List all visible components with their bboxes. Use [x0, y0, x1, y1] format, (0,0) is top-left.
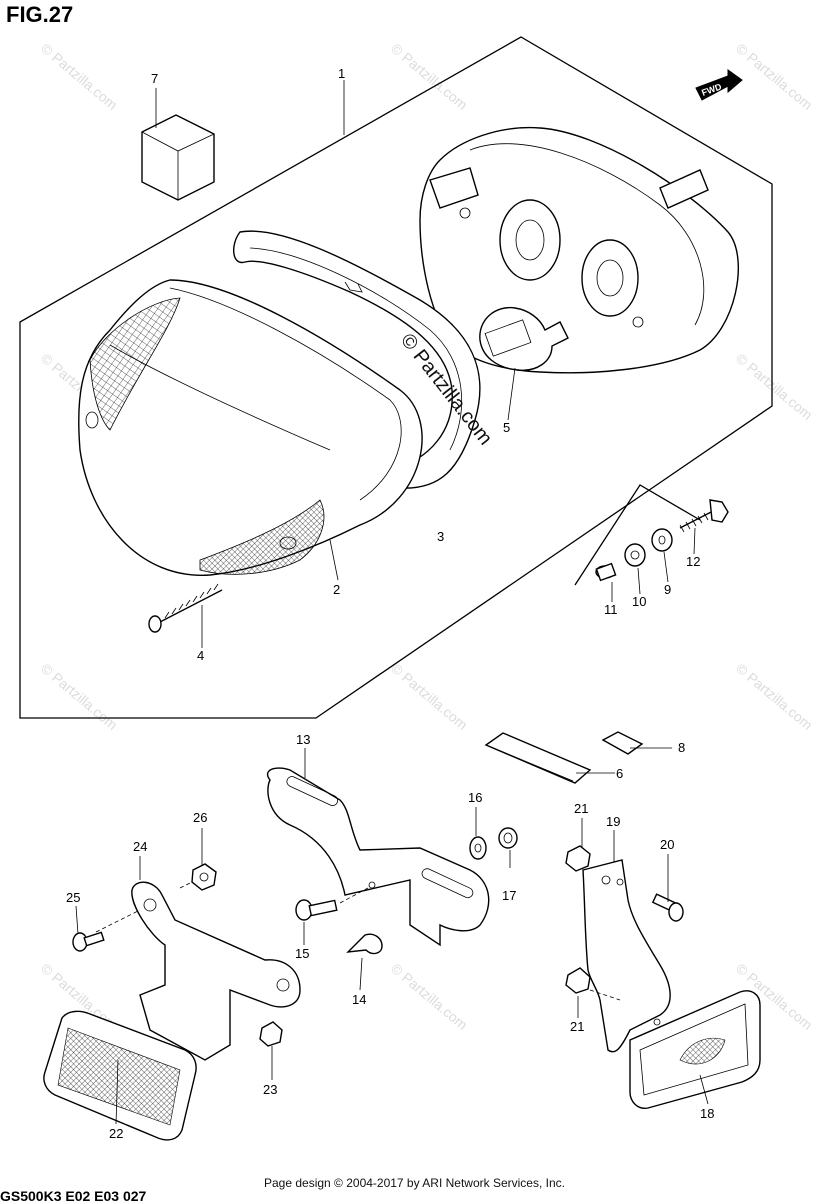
part-20-bolt [651, 893, 684, 922]
svg-text:© Partzilla.com: © Partzilla.com [733, 660, 816, 733]
part-19-bracket [582, 859, 671, 1053]
callout-21b: 21 [570, 1019, 584, 1034]
figure-title: FIG.27 [6, 2, 74, 27]
part-24-bracket [95, 877, 301, 1061]
part-12-bolt [679, 499, 729, 533]
part-14-clip [346, 933, 383, 955]
callout-17: 17 [502, 888, 516, 903]
part-22-reflector [43, 1010, 197, 1141]
part-21b-nut [565, 967, 591, 994]
callout-labels: 1 2 3 4 5 6 7 8 9 10 11 12 13 14 15 16 1… [66, 66, 714, 1141]
hardware-subframe [574, 484, 701, 586]
callout-3: 3 [437, 529, 444, 544]
part-16-washer [469, 836, 487, 860]
callout-19: 19 [606, 814, 620, 829]
callout-11: 11 [604, 602, 618, 617]
callout-7: 7 [151, 71, 158, 86]
part-9-washer [651, 528, 673, 552]
svg-text:© Partzilla.com: © Partzilla.com [388, 660, 471, 733]
svg-text:© Partzilla.com: © Partzilla.com [388, 40, 471, 113]
page-footer: Page design © 2004-2017 by ARI Network S… [263, 1176, 565, 1190]
part-10-grommet [624, 543, 646, 567]
part-7-cube [141, 114, 215, 201]
fwd-arrow-icon: FWD [695, 69, 743, 101]
model-code: GS500K3 E02 E03 027 [0, 1188, 147, 1204]
callout-5: 5 [503, 420, 510, 435]
callout-25: 25 [66, 890, 80, 905]
callout-20: 20 [660, 837, 674, 852]
part-4-screw [148, 583, 223, 633]
part-26-nut [191, 863, 217, 891]
callout-24: 24 [133, 839, 147, 854]
callout-21a: 21 [574, 801, 588, 816]
part-15-bolt [295, 887, 369, 921]
callout-1: 1 [338, 66, 345, 81]
callout-16: 16 [468, 790, 482, 805]
part-2-lens [78, 279, 423, 576]
callout-15: 15 [295, 946, 309, 961]
part-21a-nut [565, 845, 591, 872]
part-11-collar [595, 562, 617, 582]
part-8-pad [601, 731, 644, 755]
part-6-pad [484, 732, 592, 784]
svg-text:© Partzilla.com: © Partzilla.com [38, 40, 121, 113]
svg-text:© Partzilla.com: © Partzilla.com [38, 660, 121, 733]
assembly-frame [19, 36, 773, 719]
part-17-nut [498, 827, 518, 849]
callout-18: 18 [700, 1106, 714, 1121]
callout-26: 26 [193, 810, 207, 825]
callout-23: 23 [263, 1082, 277, 1097]
callout-6: 6 [616, 766, 623, 781]
part-housing [419, 126, 739, 374]
callout-4: 4 [197, 648, 204, 663]
part-23-nut [259, 1021, 283, 1047]
part-5-bulb [479, 306, 569, 371]
svg-text:FWD: FWD [700, 81, 723, 98]
callout-8: 8 [678, 740, 685, 755]
part-18-reflector [629, 990, 761, 1109]
callout-14: 14 [352, 992, 366, 1007]
svg-text:© Partzilla.com: © Partzilla.com [733, 350, 816, 423]
callout-12: 12 [686, 554, 700, 569]
callout-9: 9 [664, 582, 671, 597]
callout-10: 10 [632, 594, 646, 609]
part-13-bracket [266, 767, 490, 947]
part-25-screw [72, 931, 105, 952]
callout-13: 13 [296, 732, 310, 747]
callout-2: 2 [333, 582, 340, 597]
svg-text:© Partzilla.com: © Partzilla.com [733, 40, 816, 113]
callout-22: 22 [109, 1126, 123, 1141]
svg-text:© Partzilla.com: © Partzilla.com [388, 960, 471, 1033]
leader-lines [75, 80, 709, 1125]
